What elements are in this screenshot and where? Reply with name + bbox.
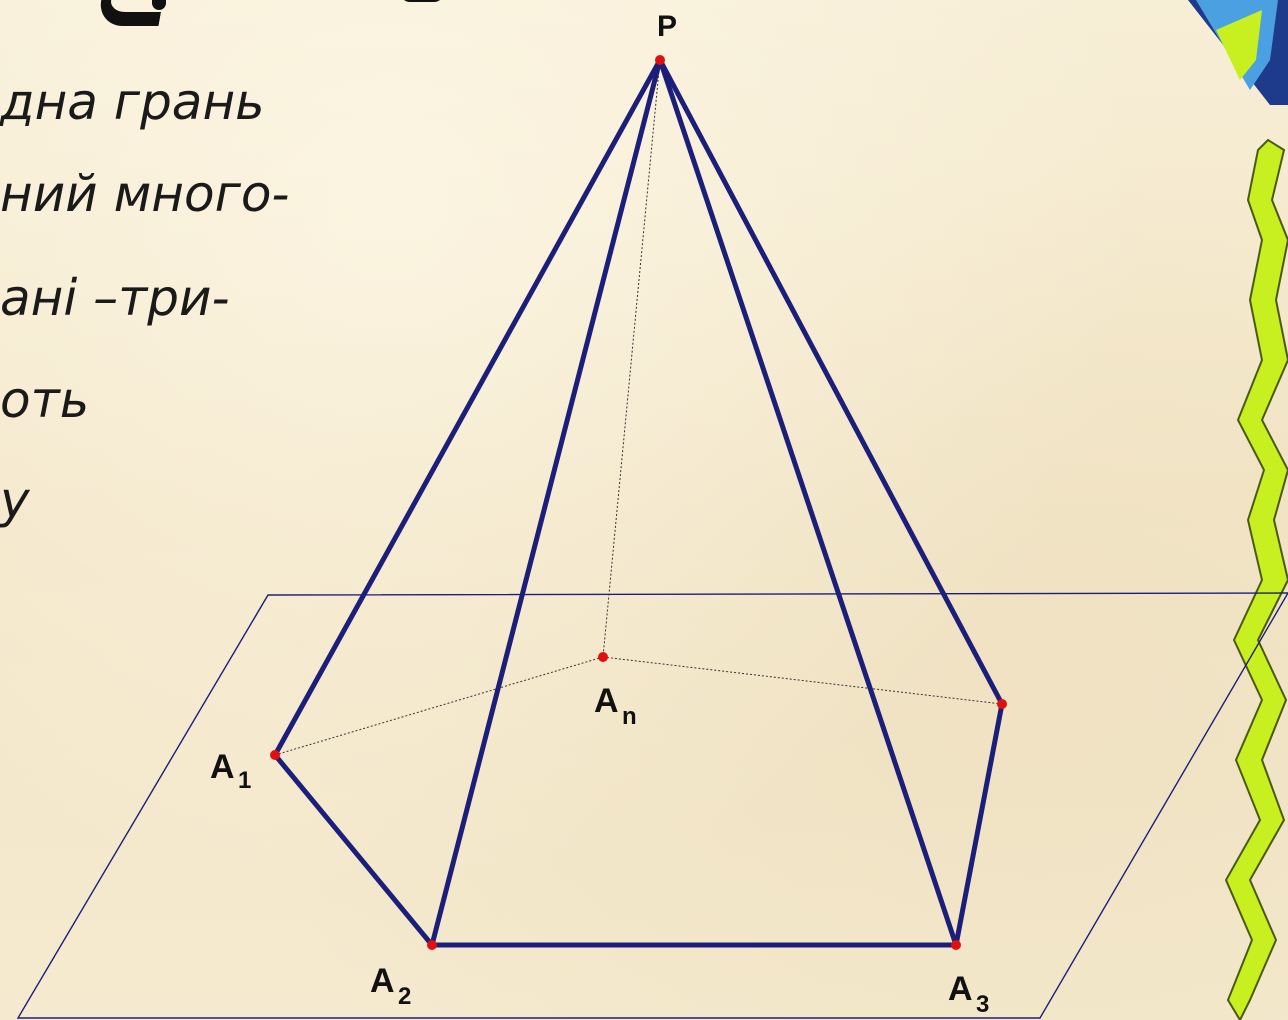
text-line: ний много-	[0, 165, 290, 223]
vertex-a1	[270, 750, 280, 760]
label-p: P	[657, 10, 677, 43]
hidden-edge-an-a4	[602, 656, 1003, 705]
vertex-a4	[997, 699, 1007, 709]
base-edge-a3-a4	[953, 701, 1005, 948]
lateral-edge-p-a2	[429, 57, 663, 948]
lateral-edge-p-a3	[657, 57, 959, 948]
text-line: дна грань	[0, 73, 265, 131]
vertex-a2	[427, 940, 437, 950]
base-edge-a1-a2	[272, 752, 435, 948]
label-a3: A	[948, 970, 973, 1008]
title-fragment	[152, 0, 166, 10]
vertex-an	[598, 652, 608, 662]
text-line: ані –три-	[0, 269, 230, 327]
lateral-edge-p-a1	[272, 57, 663, 758]
title-fragment	[400, 0, 444, 2]
label-a1: A	[210, 748, 235, 786]
text-line: у	[0, 471, 30, 529]
hidden-edge-a1-an	[274, 656, 604, 756]
corner-decoration	[1188, 0, 1288, 105]
label-an: A	[594, 682, 619, 720]
label-a2: A	[370, 962, 395, 1000]
label-a2-subscript: 2	[398, 983, 411, 1010]
vertex-a3	[951, 940, 961, 950]
lateral-edge-p-a4	[657, 57, 1005, 707]
base-plane	[16, 592, 1288, 1019]
label-a1-subscript: 1	[238, 767, 251, 794]
decorative-ribbon	[1224, 138, 1288, 1020]
text-line: оть	[0, 371, 90, 429]
vertex-p	[655, 55, 665, 65]
label-an-subscript: n	[622, 703, 637, 730]
label-a3-subscript: 3	[976, 991, 989, 1018]
